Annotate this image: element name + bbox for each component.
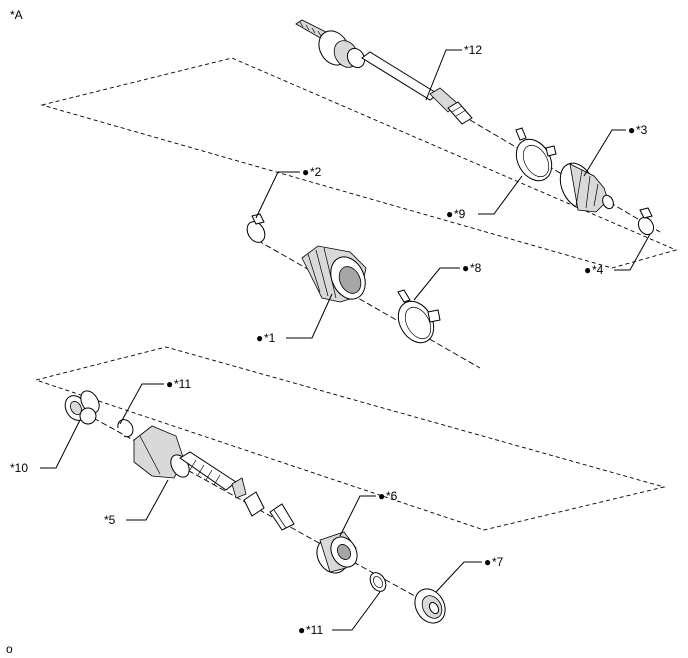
boot-clamp-band-part bbox=[515, 127, 557, 182]
callout-bullet-9: ● bbox=[446, 207, 453, 221]
leader-12 bbox=[425, 49, 462, 101]
large-boot-clamp-part bbox=[397, 289, 441, 344]
callout-bullet-3: ● bbox=[628, 123, 635, 137]
callout-9: *9 bbox=[454, 207, 466, 221]
callout-bullet-8: ● bbox=[462, 261, 469, 275]
callout-3: *3 bbox=[636, 123, 648, 137]
callout-bullet-11b: ● bbox=[298, 623, 305, 637]
callout-8: *8 bbox=[470, 261, 482, 275]
callout-bullet-6: ● bbox=[378, 489, 385, 503]
drive-shaft-part bbox=[295, 19, 473, 125]
dust-seal-part bbox=[414, 588, 446, 624]
callout-11b: *11 bbox=[306, 623, 323, 637]
callout-bullet-2: ● bbox=[302, 165, 309, 179]
leader-8 bbox=[413, 267, 460, 301]
callout-5: *5 bbox=[104, 513, 116, 527]
inboard-joint-tulip-part bbox=[133, 425, 247, 499]
small-boot-clamp-part bbox=[637, 207, 655, 236]
callout-4: *4 bbox=[592, 263, 604, 277]
leader-10 bbox=[40, 419, 81, 469]
outboard-joint-boot-part bbox=[559, 162, 614, 213]
leader-3 bbox=[583, 129, 626, 177]
leader-6 bbox=[339, 495, 376, 537]
upper-group-outline bbox=[40, 57, 678, 269]
footer-code: o bbox=[6, 642, 13, 656]
snap-ring-lower-part bbox=[369, 572, 387, 592]
leader-7 bbox=[435, 561, 482, 593]
leader-2 bbox=[255, 171, 300, 219]
bearing-part bbox=[316, 531, 358, 574]
leader-9 bbox=[478, 175, 523, 215]
callout-bullet-1: ● bbox=[256, 331, 263, 345]
callout-12: *12 bbox=[464, 43, 482, 57]
inboard-small-clamp-part bbox=[246, 213, 266, 243]
snap-ring-upper-part bbox=[117, 419, 134, 438]
callout-2: *2 bbox=[310, 165, 322, 179]
tripod-joint-part bbox=[64, 390, 100, 425]
leader-11b bbox=[332, 591, 381, 631]
callout-7: *7 bbox=[492, 555, 504, 569]
leader-1 bbox=[286, 293, 333, 339]
callout-10: *10 bbox=[10, 461, 28, 475]
callout-bullet-4: ● bbox=[584, 263, 591, 277]
callout-1: *1 bbox=[264, 331, 276, 345]
leader-11a bbox=[119, 383, 164, 425]
inboard-joint-boot-part bbox=[301, 245, 367, 303]
upper-assembly-axis bbox=[249, 235, 481, 369]
intermediate-shaft-segment-part bbox=[243, 491, 295, 531]
callout-bullet-7: ● bbox=[484, 555, 491, 569]
callout-11a: *11 bbox=[174, 377, 191, 391]
callout-6: *6 bbox=[386, 489, 398, 503]
lower-group-outline bbox=[34, 346, 666, 531]
view-label: *A bbox=[10, 8, 23, 22]
leader-5 bbox=[126, 479, 169, 521]
leader-4 bbox=[614, 233, 651, 271]
callout-bullet-11a: ● bbox=[166, 377, 173, 391]
